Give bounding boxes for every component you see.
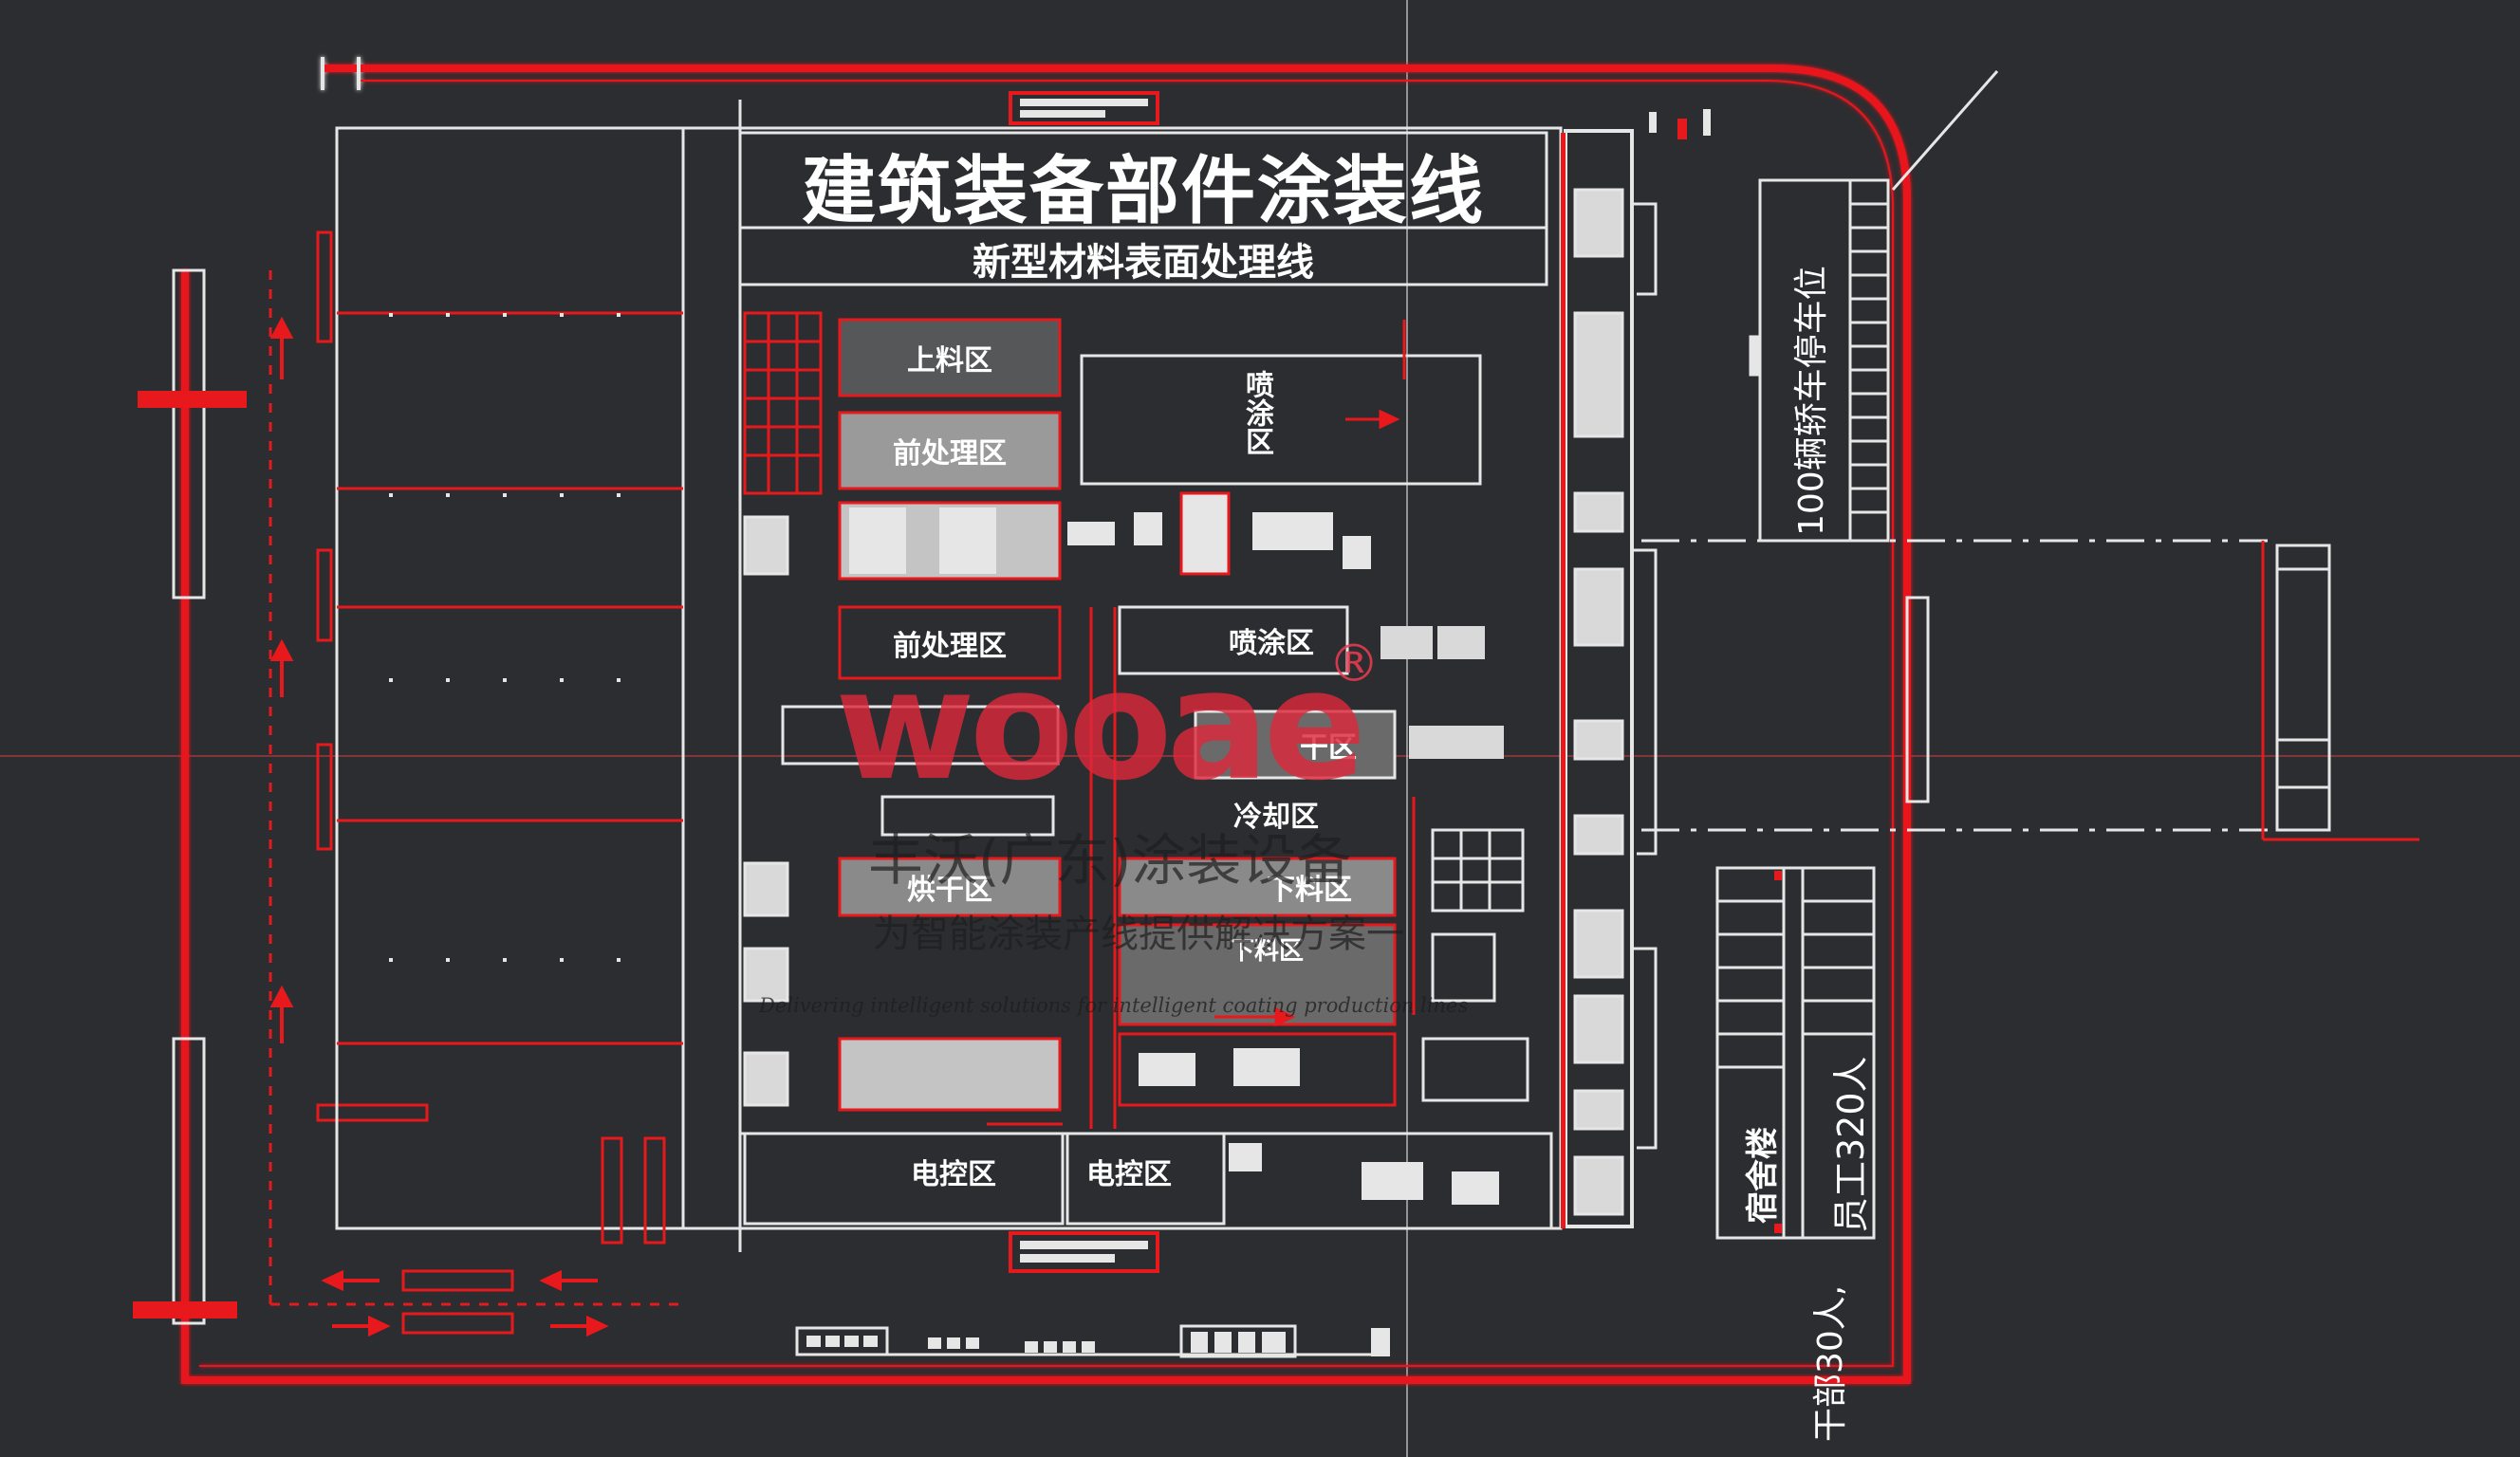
registered-mark: ® [1328,634,1380,693]
spray-zone-vertical-label: 喷涂区 [1240,370,1273,455]
zone-loading: 上料区 [907,344,992,378]
dormitory-building [1715,866,1876,1240]
watermark-company: 丰沃(广东)涂装设备 [868,828,1352,893]
zone-drying-2: 烘干区 [907,874,992,907]
left-hall-grid [389,313,621,962]
staff-note: 干部30人, [1811,1284,1850,1442]
zone-pretreatment-1: 前处理区 [893,437,1007,470]
top-gate [1009,91,1159,125]
flow-arrows-left [269,316,609,1337]
zone-spray: 喷涂区 [1229,627,1314,660]
title-banner [738,131,1548,286]
zone-pretreatment-2: 前处理区 [893,629,1007,663]
main-title: 建筑装备部件涂装线 [801,149,1485,234]
zone-cooling: 冷却区 [1233,800,1319,834]
left-road [133,231,683,1325]
subtitle: 新型材料表面处理线 [973,241,1314,285]
watermark-slogan: 为智能涂装产线提供解决方案一 [873,913,1404,956]
watermark-english: Delivering intelligent solutions for int… [759,994,1469,1017]
right-service-column [1561,129,1658,1228]
site-boundary [181,57,1911,1384]
process-zones [743,311,1529,1226]
zone-electric-control-2: 电控区 [1086,1158,1172,1191]
parking-label: 100辆轿车停车位 [1792,266,1831,536]
property-lines [1641,539,2268,832]
zone-unloading-2: 下料区 [1229,936,1304,966]
right-dimension [1905,541,2419,841]
bottom-gate [601,1136,1390,1358]
zone-electric-control-1: 电控区 [911,1158,996,1191]
dormitory-title: 宿舍楼 [1744,1127,1782,1224]
watermark-logo: wooae [835,636,1366,814]
dormitory-capacity: 员工320人 [1830,1056,1872,1233]
zone-dry-1: 干区 [1300,731,1357,765]
zone-unloading-1: 下料区 [1267,874,1352,907]
top-markers [1649,70,1999,191]
internal-flow [987,320,1416,1129]
